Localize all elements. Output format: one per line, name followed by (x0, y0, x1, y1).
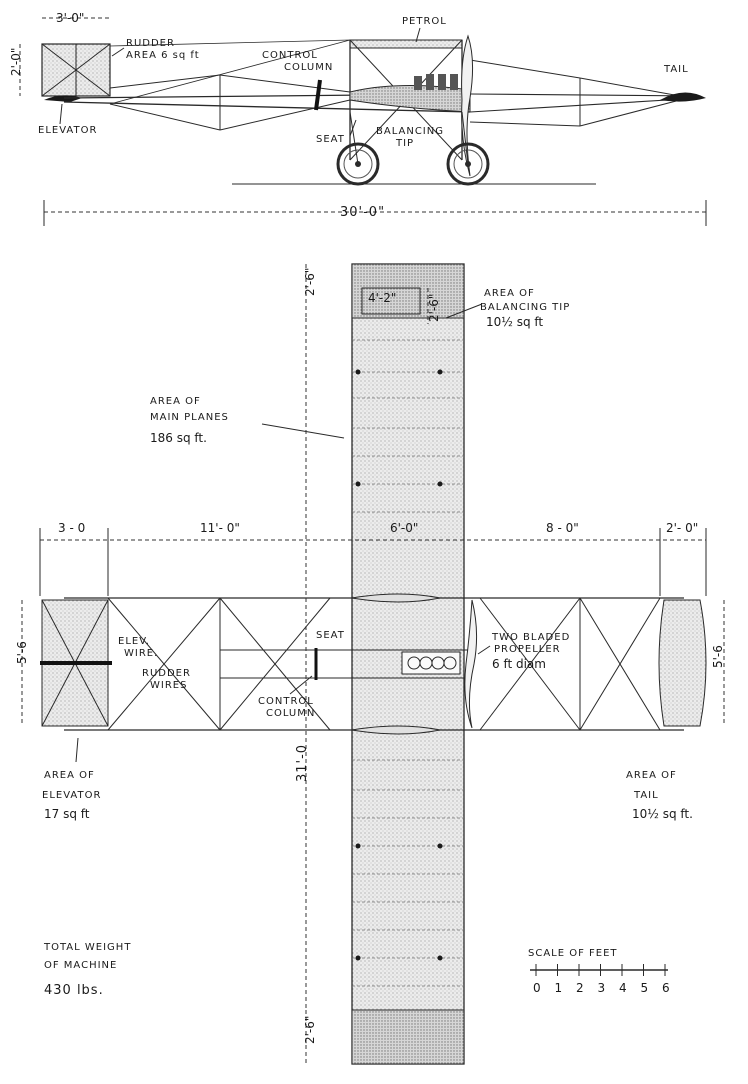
balancing-tip-area-3: 10½ sq ft (486, 315, 543, 329)
seat-label: SEAT (316, 134, 345, 145)
main-planes-label-3: 186 sq ft. (150, 431, 207, 445)
balancing-tip-label-1: BALANCING (376, 126, 444, 137)
tail-area-label-1: AREA OF (626, 770, 677, 781)
span-label: 31'-0 (295, 744, 310, 782)
bottom-tip-label: 2'-6" (303, 1016, 317, 1044)
elevator-label: ELEVATOR (38, 125, 97, 136)
scale-tick-label: 5 (641, 981, 649, 995)
petrol-label: PETROL (402, 16, 447, 27)
main-planes-leader (261, 423, 345, 439)
control-column-plan-1: CONTROL (258, 696, 314, 707)
dim-rear-label: 8 - 0" (546, 521, 579, 535)
tail-side (660, 92, 706, 102)
propeller-leader (477, 645, 491, 655)
main-planes-label-2: MAIN PLANES (150, 412, 229, 423)
elevator-area-label-2: ELEVATOR (42, 790, 101, 801)
scale-tick-label: 4 (619, 981, 627, 995)
control-column-side (314, 79, 322, 111)
propeller-label-3: 6 ft diam (492, 657, 546, 671)
rudder-width-label: 3'-0" (56, 11, 84, 25)
propeller-label-1: TWO BLADED (491, 632, 570, 643)
elevator-plan (40, 599, 112, 727)
chord-right-label: 5'-6 (711, 645, 725, 668)
seat-leader (349, 119, 357, 137)
rudder-height-label: 2'-0" (9, 48, 23, 76)
tip-depth-label: 2'-6" (427, 294, 441, 322)
rudder-leader (111, 47, 125, 57)
dim-elevator-label: 3 - 0 (58, 521, 85, 535)
elevator-area-leader (75, 737, 79, 763)
dim-wing-label: 6'-0" (390, 521, 418, 535)
control-column-label-2: COLUMN (284, 62, 333, 73)
scale-tick-label: 3 (598, 981, 606, 995)
elevator-area-label-3: 17 sq ft (44, 807, 90, 821)
weight-line-2: OF MACHINE (44, 960, 117, 971)
tail-area-label-3: 10½ sq ft. (632, 807, 693, 821)
cabane-side (349, 39, 471, 161)
rudder-wires-label-1: RUDDER (142, 668, 191, 679)
tip-box (361, 287, 421, 315)
control-column-label-1: CONTROL (262, 50, 318, 61)
elev-wire-label-2: WIRE. (124, 648, 158, 659)
weight-note: TOTAL WEIGHT OF MACHINE 430 lbs. (43, 942, 131, 998)
rudder-label-1: RUDDER (126, 38, 175, 49)
tail-label: TAIL (663, 64, 689, 75)
petrol-leader (415, 27, 421, 43)
control-column-plan-leader (289, 675, 313, 695)
elevator-side (44, 95, 82, 102)
balancing-tip-label-2: TIP (395, 138, 414, 149)
propeller-label-2: PROPELLER (494, 644, 561, 655)
rudder-label-2: AREA 6 sq ft (126, 50, 200, 61)
scale-tick-label: 1 (555, 981, 563, 995)
weight-line-1: TOTAL WEIGHT (43, 942, 131, 953)
dim-tail-label: 2'- 0" (666, 521, 698, 535)
balancing-tip-area-1: AREA OF (484, 288, 535, 299)
balancing-tip-area-2: BALANCING TIP (480, 302, 570, 313)
tail-area-label-2: TAIL (633, 790, 659, 801)
side-view: 3'-0" 2'-0" RUDDER AREA 6 sq ft ELEVATOR (9, 11, 707, 226)
tail-plan (658, 599, 707, 727)
balancing-tip-leader (445, 303, 483, 319)
weight-line-3: 430 lbs. (44, 983, 104, 998)
chord-left-label: 5'-6 (15, 641, 29, 664)
plan-view: 2'-6" 4'-2" 2'-6" AREA OF BALANCING TIP … (15, 263, 725, 1065)
seat-plan-label: SEAT (316, 630, 345, 641)
elevator-area-label-1: AREA OF (44, 770, 95, 781)
propeller-plan (464, 599, 478, 729)
propeller-side (461, 34, 474, 177)
scale-tick-label: 6 (662, 981, 670, 995)
scale-title: SCALE OF FEET (528, 948, 618, 959)
scale-tick-label: 0 (533, 981, 541, 995)
scale-tick-label: 2 (576, 981, 584, 995)
dim-front-label: 11'- 0" (200, 521, 240, 535)
rudder-side (41, 43, 111, 97)
tip-width-label: 4'-2" (368, 291, 396, 305)
rudder-wires-label-2: WIRES (150, 680, 187, 691)
tip-span-label: 2'-6" (303, 268, 317, 296)
main-planes-label-1: AREA OF (150, 396, 201, 407)
fuselage-side (63, 39, 701, 131)
elev-wire-label-1: ELEV. (118, 636, 150, 647)
control-column-plan-2: COLUMN (266, 708, 315, 719)
fuselage-plan (64, 593, 684, 735)
overall-length-label: 30'-0" (340, 205, 385, 220)
elevator-leader (59, 103, 63, 125)
